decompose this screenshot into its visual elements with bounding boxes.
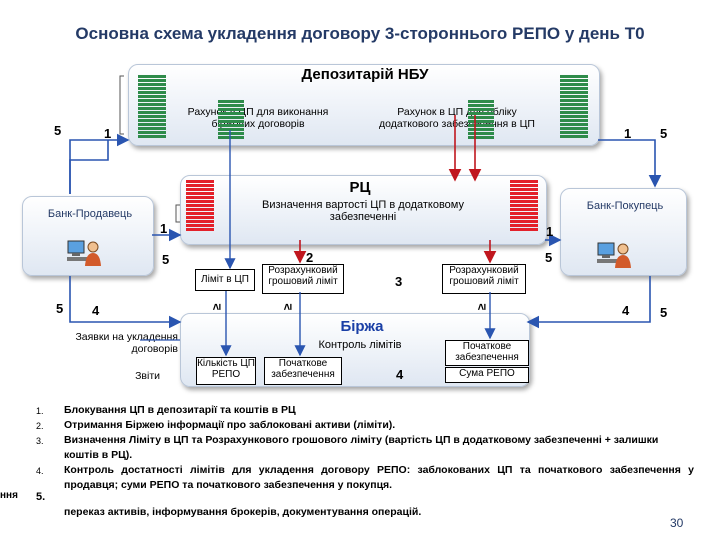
arrow-buyer-to-exchange bbox=[526, 276, 651, 329]
note-number-2: 2. bbox=[36, 421, 44, 431]
step-5-bottom-right: 5 bbox=[660, 305, 668, 320]
note-number-5: 5. bbox=[36, 491, 46, 503]
buyer-user-icon bbox=[596, 240, 632, 272]
cash-limit-right-box: Розрахунковий грошовий ліміт bbox=[442, 264, 526, 294]
step-1-buyer: 1 bbox=[546, 224, 554, 239]
step-5-top-right: 5 bbox=[660, 126, 668, 141]
cut-off-text: ння bbox=[0, 490, 18, 501]
green-stack-dep-far-right bbox=[560, 75, 588, 139]
dep-bracket bbox=[119, 75, 124, 135]
ge-sign-1: ≥ bbox=[209, 303, 224, 311]
exchange-step-4: 4 bbox=[396, 367, 404, 382]
ge-sign-2: ≥ bbox=[280, 303, 295, 311]
depository-title: Депозитарій НБУ bbox=[301, 66, 429, 83]
note-text-4: Контроль достатності лімітів для укладен… bbox=[64, 464, 694, 491]
step-1-seller: 1 bbox=[160, 221, 168, 236]
note-number-1: 1. bbox=[36, 406, 44, 416]
red-stack-rc-right bbox=[510, 180, 538, 232]
step-5-rc-left: 5 bbox=[162, 252, 170, 267]
limit-cp-box: Ліміт в ЦП bbox=[195, 269, 255, 291]
reports-label: Звіти bbox=[135, 370, 160, 382]
arrow-dep-to-buyer bbox=[598, 139, 662, 188]
qty-repo-box: Кількість ЦП РЕПО bbox=[196, 357, 256, 385]
red-stack-rc-left bbox=[186, 180, 214, 232]
exchange-title: Біржа bbox=[340, 318, 384, 335]
step-4-left: 4 bbox=[92, 303, 100, 318]
green-stack-dep-left bbox=[138, 75, 166, 139]
repo-sum-box: Сума РЕПО bbox=[445, 367, 529, 383]
step-5-top-left: 5 bbox=[54, 123, 62, 138]
note-text-5: переказ активів, інформування брокерів, … bbox=[64, 506, 422, 518]
note-text-1: Блокування ЦП в депозитарії та коштів в … bbox=[64, 404, 296, 416]
cash-limit-left-label: Розрахунковий грошовий ліміт bbox=[268, 265, 338, 287]
qty-repo-label: Кількість ЦП РЕПО bbox=[197, 358, 255, 380]
buyer-name: Банк-Покупець bbox=[586, 200, 664, 212]
seller-name: Банк-Продавець bbox=[47, 208, 133, 220]
step-5-rc-right: 5 bbox=[545, 250, 553, 265]
note-number-4: 4. bbox=[36, 466, 44, 476]
note-text-3: Визначення Ліміту в ЦП та Розрахункового… bbox=[64, 434, 659, 461]
initial-collateral-left-label: Початкове забезпечення bbox=[271, 358, 335, 380]
step-2: 2 bbox=[306, 250, 314, 265]
repo-sum-label: Сума РЕПО bbox=[459, 368, 515, 379]
rc-description: Визначення вартості ЦП в додатковому заб… bbox=[262, 199, 464, 223]
limit-cp-label: Ліміт в ЦП bbox=[201, 274, 249, 285]
arrow-dep-to-seller bbox=[69, 140, 109, 194]
cash-limit-right-label: Розрахунковий грошовий ліміт bbox=[449, 265, 519, 287]
depository-panel bbox=[128, 64, 600, 146]
initial-collateral-right-box: Початкове забезпечення bbox=[445, 340, 529, 366]
seller-user-icon bbox=[66, 238, 102, 270]
initial-collateral-left-box: Початкове забезпечення bbox=[264, 357, 342, 385]
initial-collateral-right-label: Початкове забезпечення bbox=[455, 341, 519, 363]
rc-bracket bbox=[175, 204, 180, 223]
step-5-bottom-left: 5 bbox=[56, 301, 64, 316]
page-number: 30 bbox=[670, 516, 684, 530]
step-1-top-left: 1 bbox=[104, 126, 112, 141]
step-1-top-right: 1 bbox=[624, 126, 632, 141]
note-text-2: Отримання Біржею інформації про заблоков… bbox=[64, 419, 396, 431]
limit-control-label: Контроль лімітів bbox=[318, 339, 402, 351]
arrow-seller-to-exchange bbox=[69, 276, 182, 329]
step-4-right: 4 bbox=[622, 303, 630, 318]
green-stack-dep-right bbox=[468, 100, 494, 140]
cash-limit-left-box: Розрахунковий грошовий ліміт bbox=[262, 264, 344, 294]
rc-title: РЦ bbox=[349, 179, 371, 196]
page-title: Основна схема укладення договору 3-сторо… bbox=[75, 24, 645, 43]
arrow-seller-to-dep bbox=[69, 133, 130, 194]
rc-panel bbox=[180, 175, 547, 245]
step-3: 3 bbox=[395, 274, 403, 289]
note-number-3: 3. bbox=[36, 436, 44, 446]
green-stack-dep-mid bbox=[218, 100, 244, 140]
ge-sign-3: ≥ bbox=[474, 303, 489, 311]
